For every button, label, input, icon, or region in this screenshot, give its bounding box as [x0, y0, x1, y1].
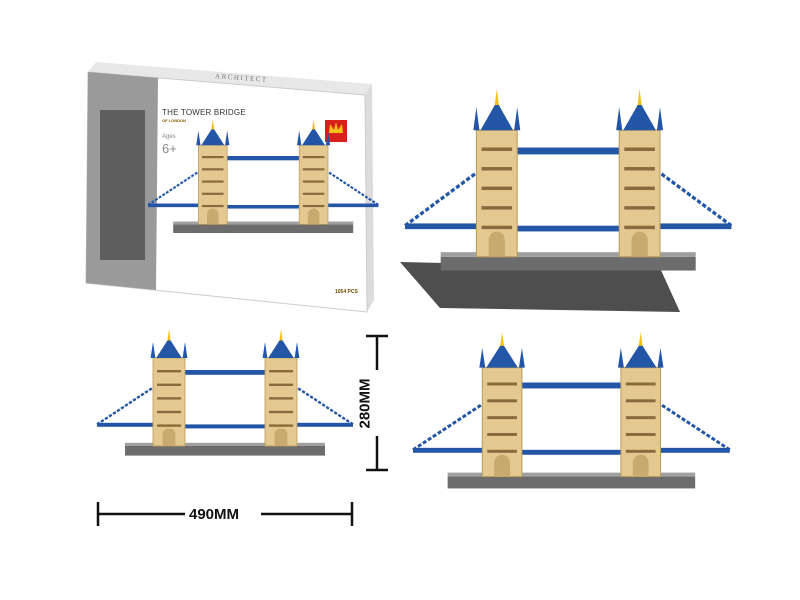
bridge-model-front: [413, 332, 730, 488]
bridge-model-perspective: [400, 89, 731, 312]
width-dimension: 490MM: [189, 506, 240, 523]
height-dimension: 280MM: [356, 378, 374, 429]
box-subtitle: OF LONDON: [162, 118, 186, 123]
box-piece-count: 1054 PCS: [335, 289, 358, 295]
box-ages-value: 6+: [162, 141, 177, 156]
box-title: THE TOWER BRIDGE: [162, 108, 246, 117]
dimension-lines: [96, 334, 388, 526]
bridge-model-front-small: [97, 329, 353, 455]
box-ages-label: Ages: [162, 134, 176, 140]
product-box: [85, 62, 378, 313]
